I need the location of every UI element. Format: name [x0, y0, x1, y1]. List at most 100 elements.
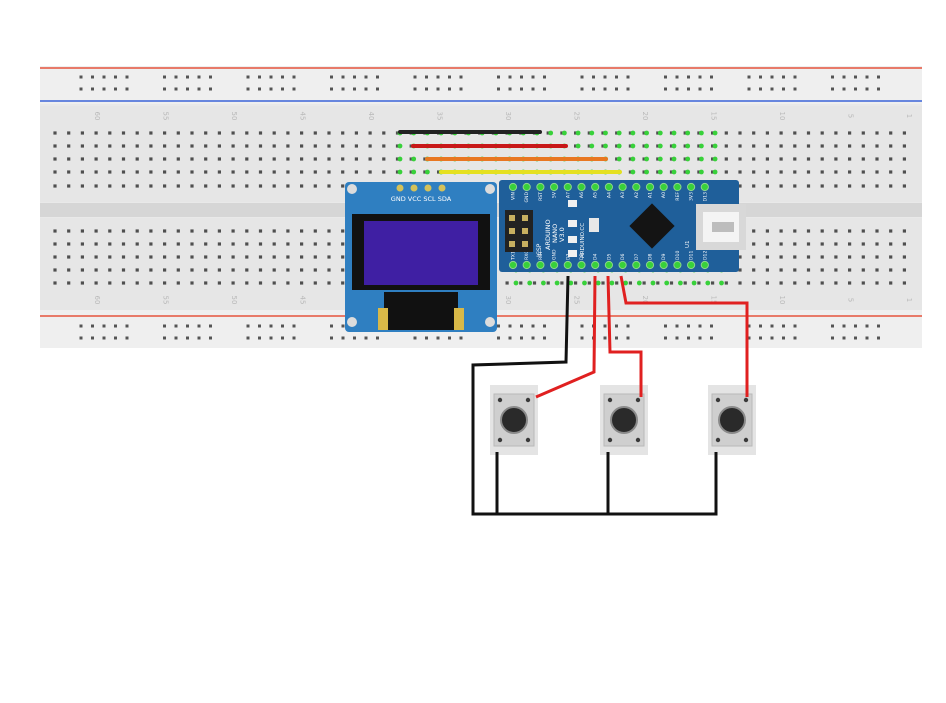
- breadboard-hole: [121, 242, 126, 246]
- button-corner-dot: [525, 437, 531, 443]
- oled-pin: [396, 184, 404, 192]
- breadboard-jumpers: [398, 130, 622, 174]
- column-number: 50: [230, 112, 238, 121]
- breadboard-hole: [505, 281, 509, 285]
- breadboard-hole: [820, 170, 824, 174]
- reset-button: [589, 218, 599, 232]
- breadboard-hole: [176, 157, 180, 161]
- breadboard-hole: [902, 184, 906, 188]
- breadboard-hole: [327, 170, 331, 174]
- connected-hole: [691, 280, 697, 286]
- icsp-pin: [509, 228, 515, 234]
- rail-hole: [675, 336, 679, 340]
- button-corner-dot: [715, 437, 721, 443]
- rail-hole: [831, 324, 834, 328]
- breadboard-hole: [889, 281, 893, 285]
- nano-pin-label: D6: [620, 253, 626, 260]
- connected-hole: [657, 156, 663, 162]
- connected-hole: [678, 280, 683, 286]
- breadboard-hole: [601, 144, 605, 148]
- breadboard-hole: [889, 242, 893, 246]
- nano-pin: [577, 260, 586, 270]
- nano-pin: [522, 182, 531, 192]
- breadboard-hole: [779, 184, 783, 188]
- button-corner-dot: [635, 397, 641, 403]
- breadboard-hole: [752, 281, 756, 285]
- breadboard-hole: [752, 170, 756, 174]
- breadboard-hole: [820, 255, 824, 259]
- led-l: [568, 220, 577, 227]
- breadboard-hole: [683, 170, 687, 174]
- breadboard-hole: [313, 229, 317, 233]
- rail-hole: [197, 75, 201, 79]
- wire-d4-button-3: [619, 275, 749, 397]
- breadboard-hole: [217, 131, 221, 135]
- column-number: 60: [93, 112, 101, 121]
- breadboard-hole: [135, 144, 139, 148]
- breadboard-hole: [286, 268, 290, 272]
- nano-pin-label: RST: [538, 251, 544, 260]
- breadboard-hole: [848, 229, 852, 233]
- rail-hole: [747, 324, 751, 328]
- rail-hole: [664, 75, 667, 79]
- breadboard-hole: [53, 184, 57, 188]
- breadboard-hole: [820, 131, 824, 135]
- breadboard-hole: [848, 144, 852, 148]
- breadboard-hole: [793, 131, 797, 135]
- rail-hole: [459, 87, 463, 91]
- connected-hole: [699, 130, 704, 136]
- breadboard-hole: [231, 144, 235, 148]
- connected-hole: [630, 130, 636, 136]
- breadboard-hole: [245, 255, 249, 259]
- rail-hole: [831, 336, 834, 340]
- breadboard-hole: [300, 184, 304, 188]
- rail-hole: [770, 75, 774, 79]
- breadboard-hole: [587, 144, 591, 148]
- breadboard-hole: [683, 144, 687, 148]
- breadboard-hole: [861, 170, 865, 174]
- breadboard-hole: [656, 157, 660, 161]
- breadboard-hole: [656, 170, 660, 174]
- breadboard-hole: [341, 157, 345, 161]
- column-number: 35: [436, 112, 444, 121]
- rail-hole: [425, 75, 428, 79]
- breadboard-hole: [94, 184, 98, 188]
- button-corner-dot: [635, 437, 641, 443]
- breadboard-hole: [231, 255, 235, 259]
- breadboard-hole: [286, 255, 290, 259]
- breadboard-hole: [382, 157, 386, 161]
- breadboard-hole: [80, 255, 84, 259]
- breadboard-hole: [779, 255, 783, 259]
- breadboard-hole: [231, 184, 235, 188]
- breadboard-hole: [135, 242, 139, 246]
- connected-hole: [548, 130, 554, 136]
- nano-pin-label: D5: [606, 253, 612, 260]
- nano-pin-label: 3V3: [689, 192, 695, 201]
- breadboard-hole: [574, 281, 578, 285]
- rail-hole: [186, 324, 189, 328]
- oled-pin-labels: GND VCC SCL SDA: [391, 195, 452, 203]
- nano-pin-label: D11: [689, 251, 695, 260]
- rail-hole: [258, 75, 261, 79]
- rail-hole: [508, 336, 512, 340]
- breadboard-hole: [423, 170, 427, 174]
- breadboard-hole: [752, 157, 756, 161]
- breadboard-hole: [121, 170, 126, 174]
- rail-hole: [91, 87, 94, 91]
- breadboard-hole: [313, 281, 317, 285]
- breadboard-hole: [341, 281, 345, 285]
- breadboard-hole: [190, 144, 194, 148]
- breadboard-hole: [190, 255, 194, 259]
- rail-hole: [531, 336, 535, 340]
- breadboard-hole: [313, 255, 317, 259]
- rail-hole: [770, 324, 774, 328]
- breadboard-hole: [765, 131, 769, 135]
- rail-hole: [197, 336, 201, 340]
- connected-hole: [719, 280, 724, 286]
- connected-hole: [554, 280, 560, 286]
- rail-hole: [603, 336, 607, 340]
- breadboard-hole: [861, 184, 865, 188]
- nano-pin: [591, 260, 600, 270]
- breadboard-hole: [121, 157, 126, 161]
- connected-hole: [657, 130, 663, 136]
